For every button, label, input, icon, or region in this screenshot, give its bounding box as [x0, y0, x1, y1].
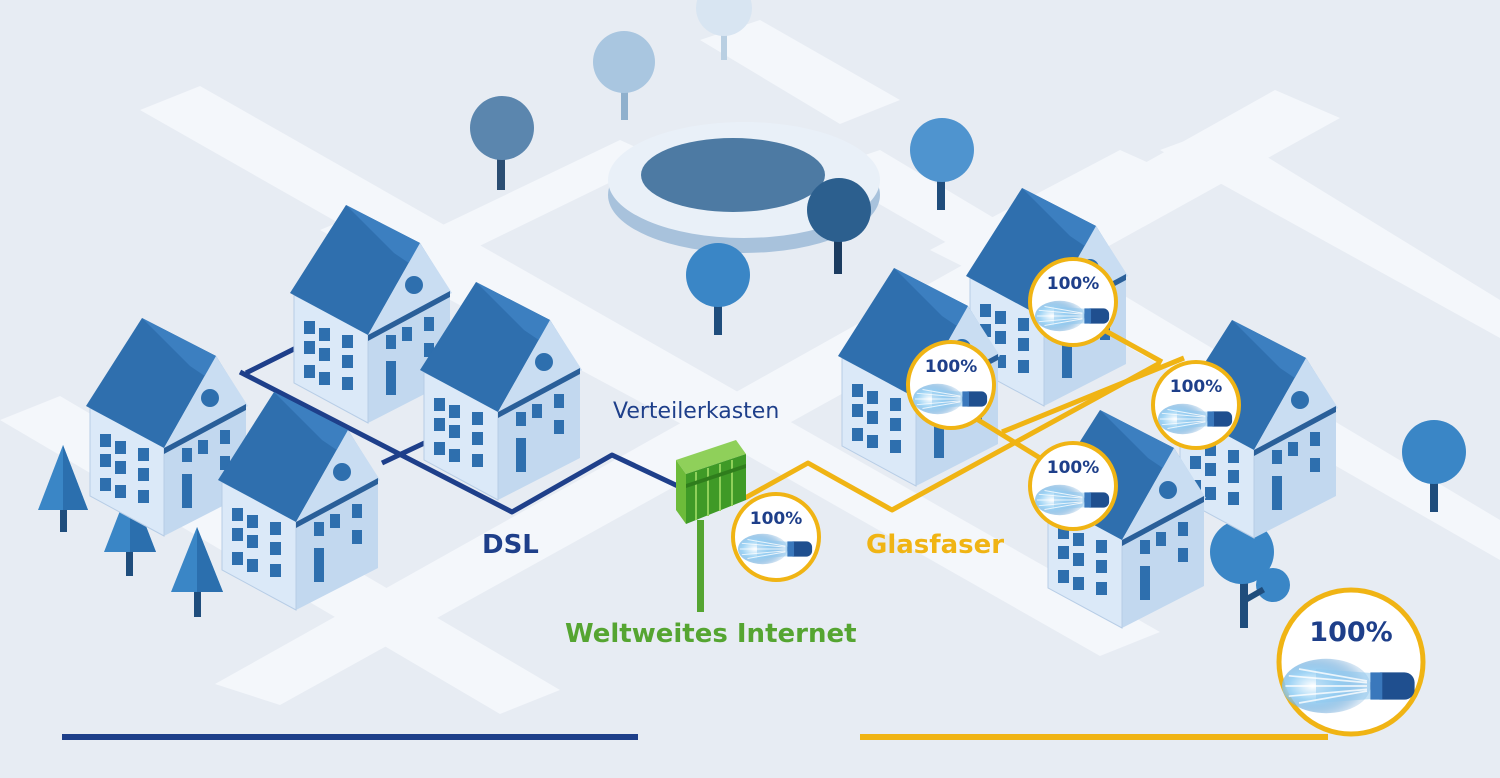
tree-icon: [686, 243, 750, 335]
tree-icon: [807, 178, 871, 274]
verteilerkasten-label: Verteilerkasten: [613, 399, 780, 424]
badge-label: 100%: [1309, 617, 1392, 648]
internet-label: Weltweites Internet: [565, 619, 857, 649]
glasfaser-label: Glasfaser: [866, 530, 1005, 560]
tree-icon: [696, 0, 752, 60]
badge-label: 100%: [1170, 377, 1223, 397]
badge-label: 100%: [925, 357, 978, 377]
badge-house: [1028, 257, 1118, 347]
tree-icon: [1210, 520, 1290, 628]
tree-icon: [1402, 420, 1466, 512]
badge-house: [906, 340, 996, 430]
badge-label: 100%: [1047, 458, 1100, 478]
glasfaser-line: [743, 327, 1185, 513]
fiber-badges: [731, 257, 1426, 737]
tree-icon: [470, 96, 534, 190]
tree-icon: [593, 31, 655, 120]
glasfaser-legend-line: [860, 734, 1328, 740]
tree-icon: [910, 118, 974, 210]
tree-icon: [38, 445, 88, 532]
badge-labels: 100% 100% 100% 100% 100% 100%: [750, 274, 1393, 648]
dsl-label: DSL: [482, 530, 539, 560]
distribution-box-icon: [676, 440, 746, 612]
badge-label: 100%: [750, 509, 803, 529]
dsl-legend-line: [62, 734, 638, 740]
badge-house: [1028, 441, 1118, 531]
badge-label: 100%: [1047, 274, 1100, 294]
badge-box: [731, 492, 821, 582]
badge-house: [1151, 360, 1241, 450]
trees-background: [470, 0, 1466, 628]
badge-large: [1276, 587, 1426, 737]
tree-icon: [171, 527, 223, 617]
